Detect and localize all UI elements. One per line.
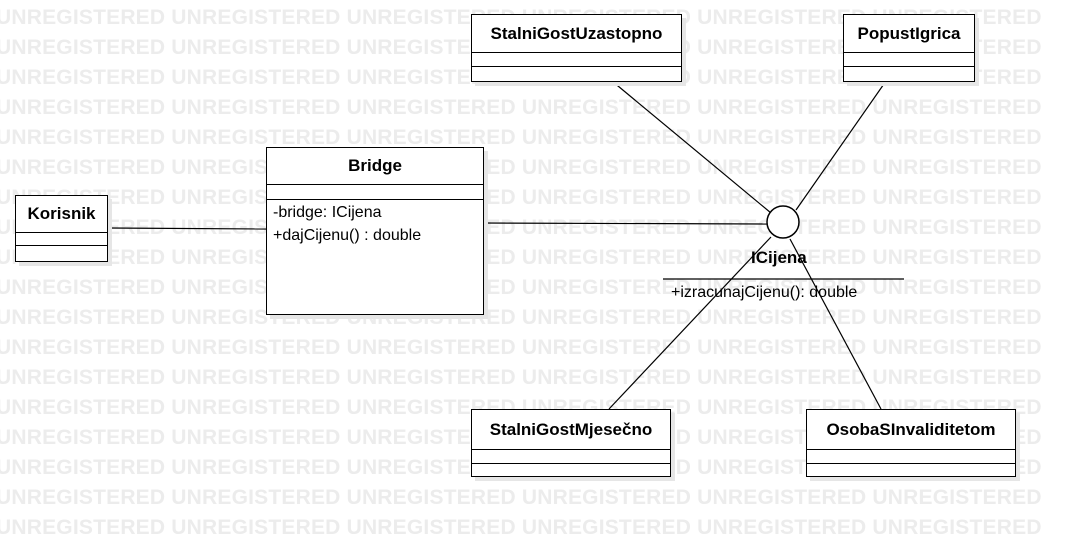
class-name: Bridge	[267, 148, 483, 185]
attributes-compartment	[844, 53, 974, 67]
class-name: Korisnik	[16, 196, 107, 233]
class-name: OsobaSInvaliditetom	[807, 410, 1015, 450]
link-invaliditet-icijena	[789, 238, 882, 410]
bridge-operation: +dajCijenu() : double	[273, 227, 422, 244]
class-popust-igrica[interactable]: PopustIgrica	[843, 14, 975, 82]
link-popust-icijena	[795, 80, 887, 211]
attributes-compartment	[16, 233, 107, 246]
interface-lollipop-icon	[766, 205, 800, 239]
operations-compartment: -bridge: ICijena +dajCijenu() : double	[267, 200, 483, 247]
class-name: StalniGostMjesečno	[472, 410, 670, 450]
link-uzastopno-icijena	[611, 80, 772, 214]
attributes-compartment	[472, 53, 681, 67]
class-stalni-gost-mjesecno[interactable]: StalniGostMjesečno	[471, 409, 671, 477]
attributes-compartment	[472, 450, 670, 464]
bridge-attribute: -bridge: ICijena	[273, 204, 382, 221]
link-korisnik-bridge	[106, 227, 267, 230]
class-bridge[interactable]: Bridge -bridge: ICijena +dajCijenu() : d…	[266, 147, 484, 315]
class-name: PopustIgrica	[844, 15, 974, 53]
attributes-compartment	[267, 185, 483, 200]
class-stalni-gost-uzastopno[interactable]: StalniGostUzastopno	[471, 14, 682, 82]
interface-operation: +izracunajCijenu(): double	[671, 284, 858, 301]
class-osoba-s-invaliditetom[interactable]: OsobaSInvaliditetom	[806, 409, 1016, 477]
class-korisnik[interactable]: Korisnik	[15, 195, 108, 262]
link-mjesecno-icijena	[608, 236, 772, 410]
link-bridge-icijena	[482, 222, 768, 225]
attributes-compartment	[807, 450, 1015, 464]
class-name: StalniGostUzastopno	[472, 15, 681, 53]
interface-name: ICijena	[751, 248, 807, 267]
